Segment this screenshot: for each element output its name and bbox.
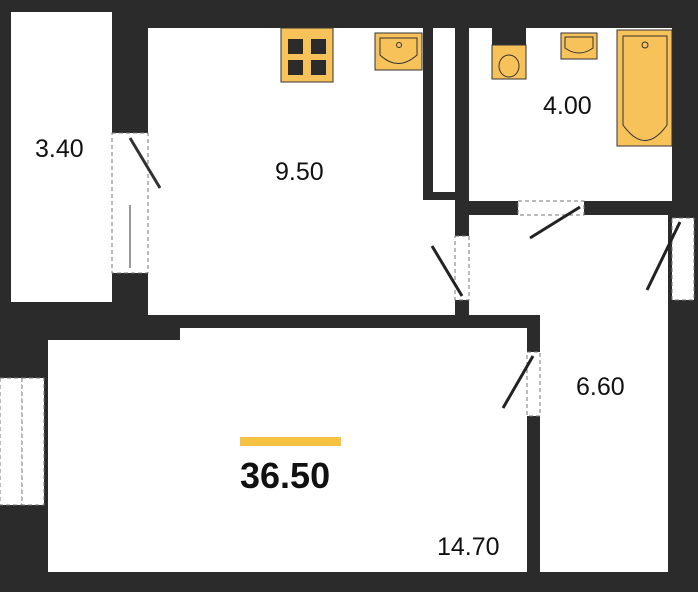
kitchen-area: 9.50 [275, 158, 324, 186]
kitchen-door[interactable] [454, 235, 470, 301]
entrance-door[interactable] [671, 217, 695, 301]
living-room-area: 14.70 [437, 533, 500, 561]
bathroom-door[interactable] [517, 200, 585, 216]
living-room [48, 340, 527, 572]
kitchen-sink-icon [374, 32, 423, 71]
shaft [433, 28, 455, 192]
total-area-accent-bar [240, 437, 341, 446]
balcony-room [11, 12, 112, 302]
window [0, 377, 23, 506]
stove-icon [280, 27, 334, 83]
hallway-room-lower [540, 315, 668, 572]
bathroom-sink-icon [560, 32, 598, 60]
hallway-room [469, 215, 668, 315]
bathroom-area: 4.00 [543, 92, 592, 120]
hallway-area: 6.60 [576, 373, 625, 401]
balcony-area: 3.40 [35, 135, 84, 163]
bathtub-icon [616, 29, 673, 147]
total-area: 36.50 [240, 455, 331, 496]
living-room-door[interactable] [526, 351, 541, 417]
toilet-icon [491, 28, 527, 80]
